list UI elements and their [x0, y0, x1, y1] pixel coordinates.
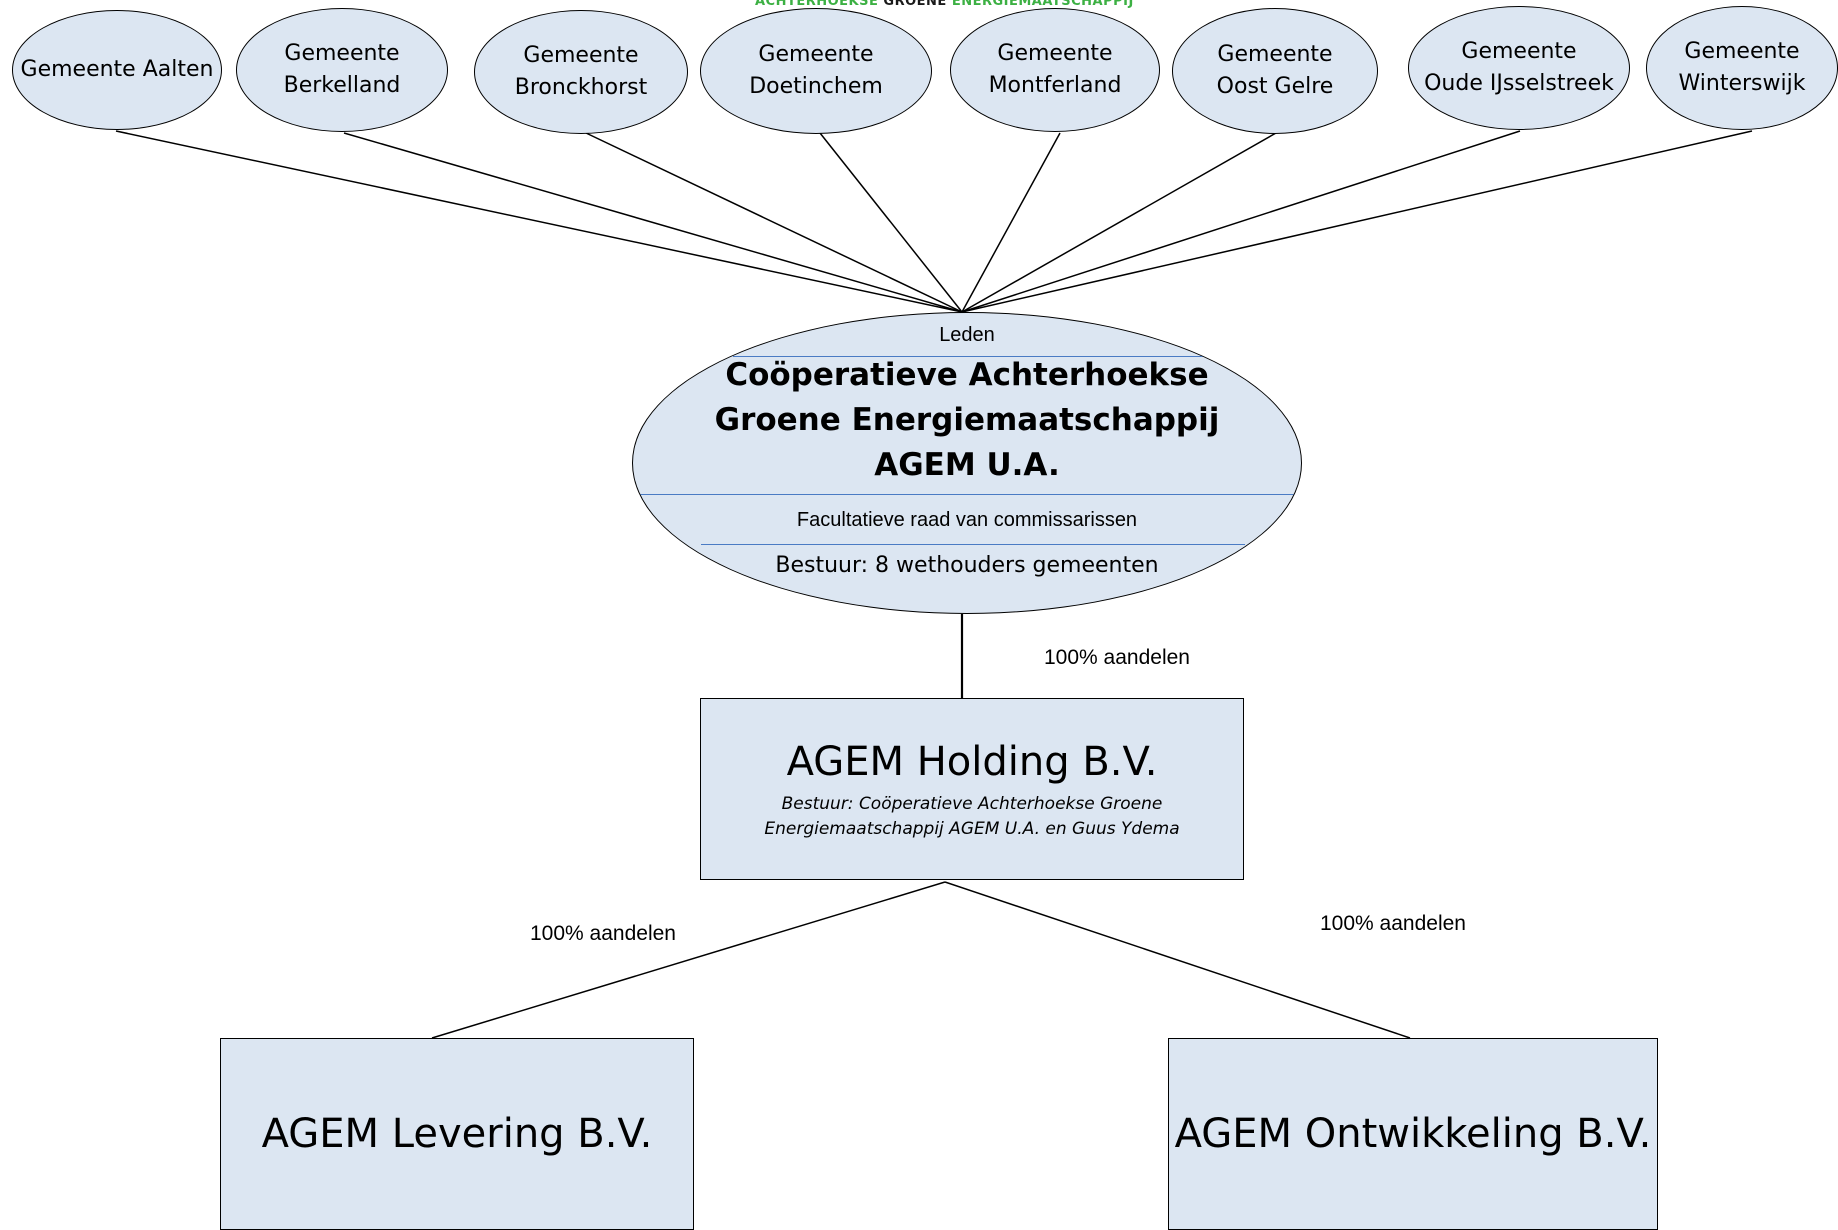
- connector-berkelland: [343, 132, 963, 313]
- member-label: Gemeente: [758, 42, 874, 67]
- member-label: Gemeente: [523, 43, 639, 68]
- connector-oude-ijsselstreek: [961, 130, 1521, 313]
- brand-part-2: GROENE: [883, 0, 947, 9]
- member-name: Winterswijk: [1678, 71, 1806, 96]
- coop-divider-bottom: [701, 544, 1245, 545]
- ontwikkeling-name: AGEM Ontwikkeling B.V.: [1174, 1111, 1652, 1157]
- cooperative-name-line-3: AGEM U.A.: [874, 447, 1060, 483]
- connector-bronckhorst: [585, 132, 963, 313]
- cooperative-name-line-2: Groene Energiemaatschappij: [714, 402, 1220, 438]
- brand-logo-text: ACHTERHOEKSE GROENE ENERGIEMAATSCHAPPIJ: [755, 0, 1133, 9]
- member-label: Gemeente: [284, 41, 400, 66]
- board-label: Bestuur: 8 wethouders gemeenten: [775, 553, 1159, 578]
- holding-board-line-1: Bestuur: Coöperatieve Achterhoekse Groen…: [781, 794, 1163, 814]
- member-name: Oost Gelre: [1216, 74, 1334, 99]
- coop-divider-middle: [633, 494, 1301, 495]
- cooperative-name-line-1: Coöperatieve Achterhoekse: [725, 357, 1209, 393]
- holding-board-line-2: Energiemaatschappij AGEM U.A. en Guus Yd…: [764, 819, 1180, 839]
- holding-share-label: 100% aandelen: [1044, 646, 1190, 669]
- member-name: Doetinchem: [749, 74, 883, 99]
- holding-box: AGEM Holding B.V. Bestuur: Coöperatieve …: [700, 698, 1244, 880]
- member-label: Gemeente: [997, 41, 1113, 66]
- holding-name: AGEM Holding B.V.: [786, 739, 1158, 785]
- member-aalten: Gemeente Aalten: [12, 10, 222, 130]
- member-label: Gemeente: [1217, 42, 1333, 67]
- connector-holding-ontwikkeling: [944, 881, 1411, 1039]
- ontwikkeling-share-label: 100% aandelen: [1320, 912, 1466, 935]
- supervisory-board-label: Facultatieve raad van commissarissen: [796, 509, 1138, 531]
- brand-part-3: ENERGIEMAATSCHAPPIJ: [951, 0, 1134, 9]
- member-label: Gemeente: [1461, 39, 1577, 64]
- connector-holding-levering: [431, 881, 946, 1039]
- member-label: Gemeente Aalten: [20, 57, 214, 82]
- connector-aalten: [115, 130, 963, 313]
- members-label: Leden: [939, 324, 995, 346]
- member-name: Berkelland: [283, 73, 401, 98]
- cooperative-ellipse: Leden Coöperatieve Achterhoekse Groene E…: [632, 312, 1302, 614]
- levering-name: AGEM Levering B.V.: [261, 1111, 653, 1157]
- connector-montferland: [961, 132, 1061, 313]
- ontwikkeling-box: AGEM Ontwikkeling B.V.: [1168, 1038, 1658, 1230]
- levering-share-label: 100% aandelen: [530, 922, 676, 945]
- member-name: Montferland: [988, 73, 1122, 98]
- coop-divider-top: [733, 356, 1203, 357]
- connector-doetinchem: [819, 132, 963, 313]
- member-name: Oude IJsselstreek: [1424, 71, 1614, 96]
- member-label: Gemeente: [1684, 39, 1800, 64]
- connector-winterswijk: [961, 130, 1753, 313]
- levering-box: AGEM Levering B.V.: [220, 1038, 694, 1230]
- brand-part-1: ACHTERHOEKSE: [755, 0, 879, 9]
- member-name: Bronckhorst: [514, 75, 648, 100]
- connector-oost-gelre: [961, 132, 1277, 313]
